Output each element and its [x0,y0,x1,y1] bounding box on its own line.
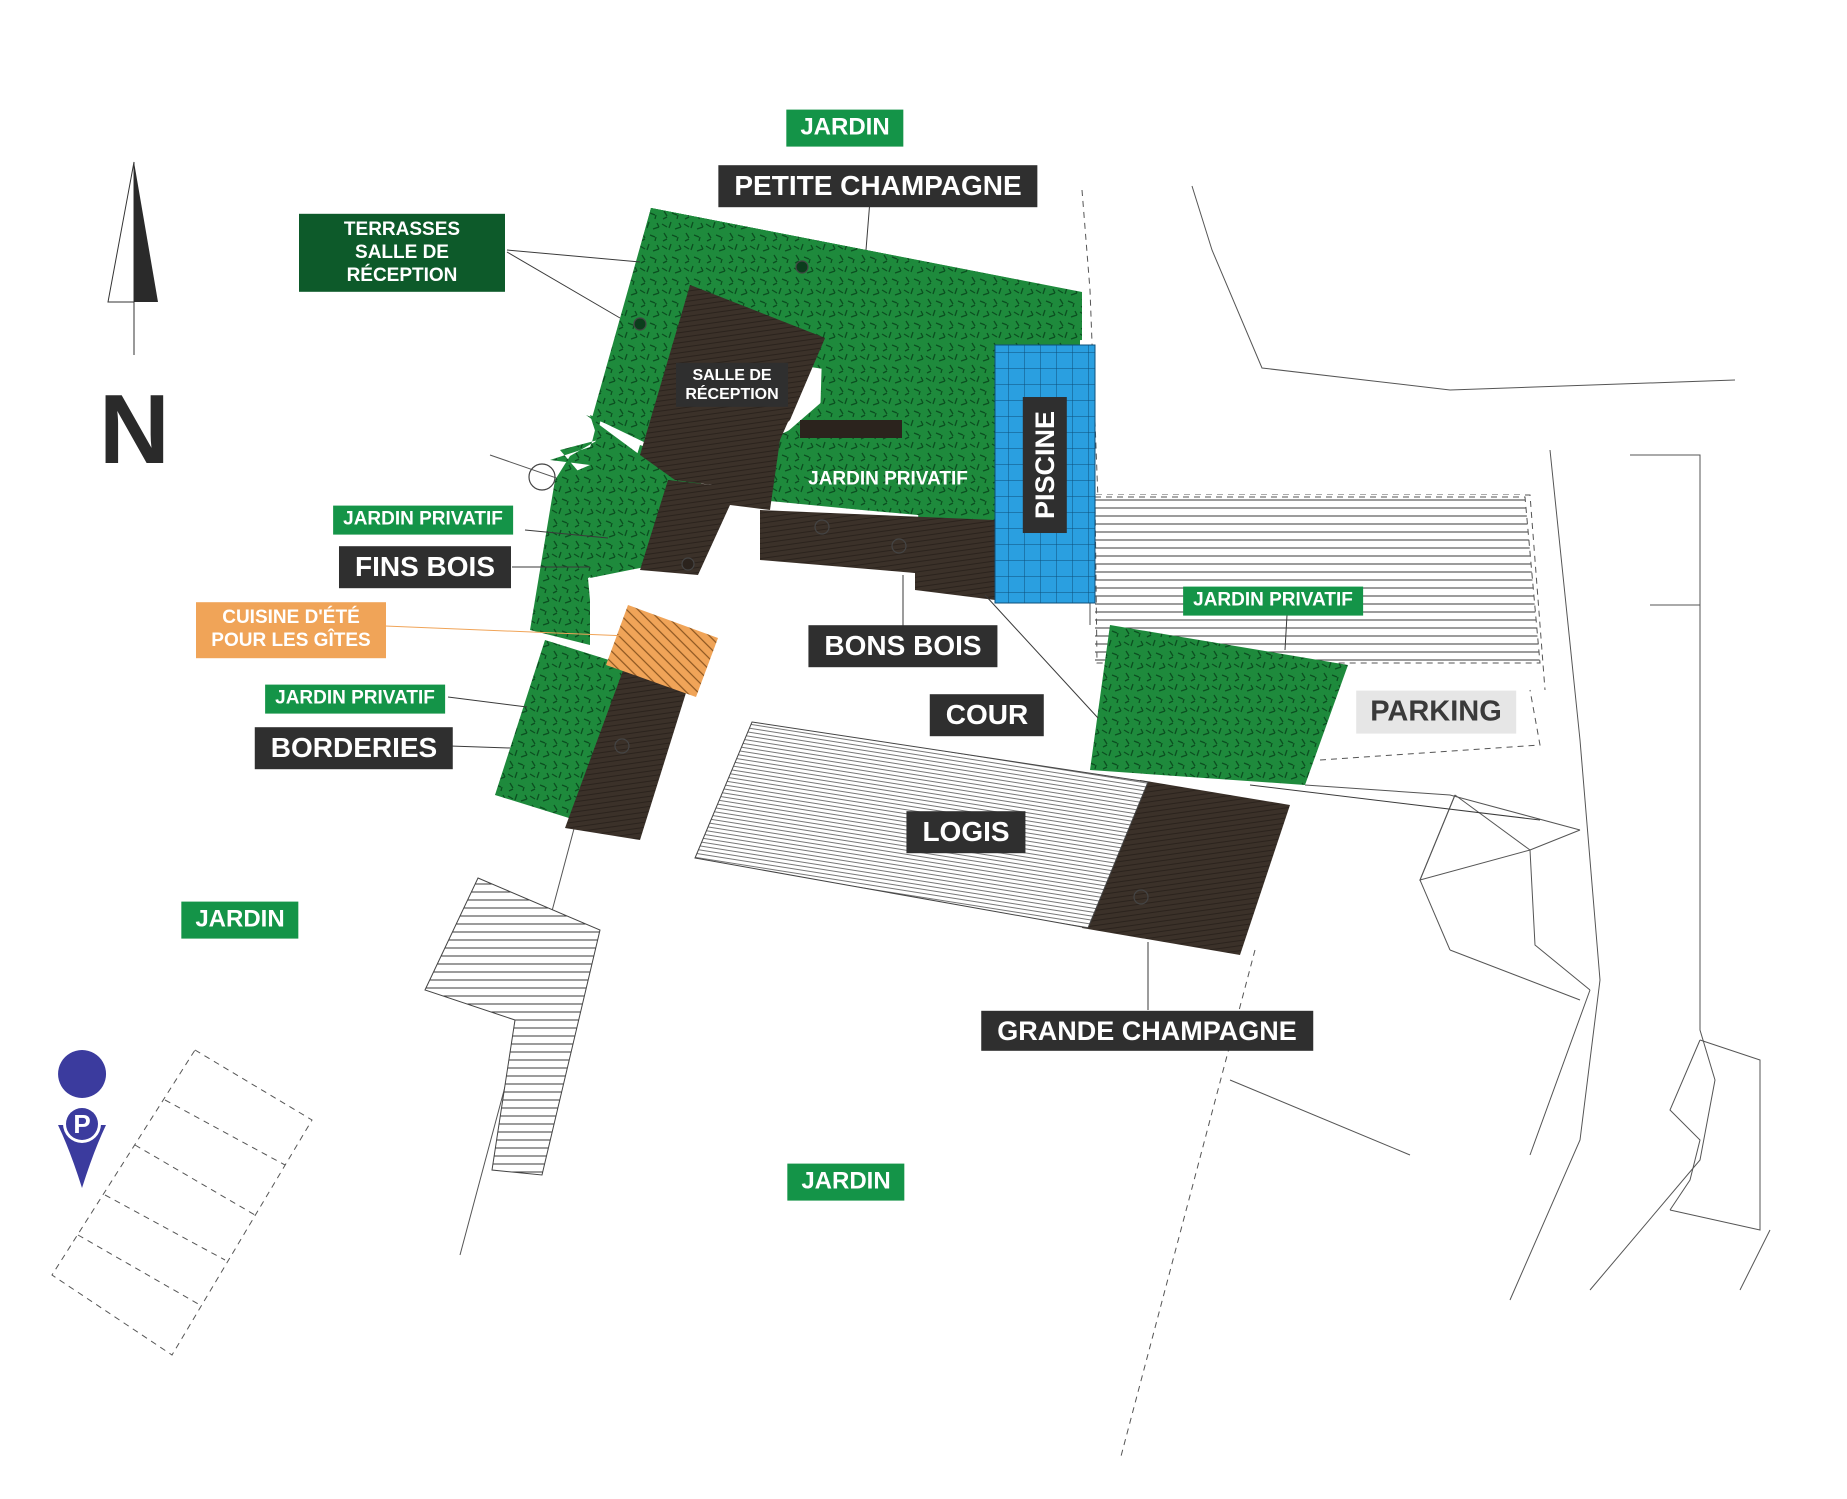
label-grande-champagne: GRANDE CHAMPAGNE [981,1010,1313,1052]
label-salle-reception: SALLE DE RÉCEPTION [676,362,788,408]
label-terrasses: TERRASSES SALLE DE RÉCEPTION [299,213,505,293]
label-borderies: BORDERIES [254,727,454,769]
label-logis: LOGIS [906,811,1026,853]
parking-pin-letter: P [73,1109,90,1139]
north-arrow-icon [107,161,158,355]
label-bons-bois: BONS BOIS [808,625,998,667]
summer-kitchen [606,605,718,697]
label-jardin-privatif-center: JARDIN PRIVATIF [808,468,968,490]
gardens [495,208,1348,823]
label-jardin-privatif-right: JARDIN PRIVATIF [1183,586,1363,616]
label-jardin-bottom: JARDIN [787,1163,905,1201]
parking-pin-icon: P [58,1050,107,1188]
tree-markers [528,260,1149,905]
annex-hatch [424,877,601,1176]
north-letter: N [99,374,170,484]
label-petite-champagne: PETITE CHAMPAGNE [718,165,1038,207]
label-parking: PARKING [1356,690,1516,734]
label-jardin-left: JARDIN [181,901,299,939]
label-fins-bois: FINS BOIS [338,546,512,588]
kitchen-leader-line [384,625,629,637]
label-cuisine-ete: CUISINE D'ÉTÉ POUR LES GÎTES [196,602,386,658]
leader-lines [447,199,1541,1010]
label-cour: COUR [929,694,1045,736]
label-jardin-top: JARDIN [786,109,904,147]
parking-area-hatch [1094,495,1541,665]
label-jardin-privatif-borderies: JARDIN PRIVATIF [265,684,445,714]
buildings [565,285,1290,955]
label-piscine: PISCINE [1022,396,1068,534]
label-jardin-privatif-fins: JARDIN PRIVATIF [333,505,513,535]
